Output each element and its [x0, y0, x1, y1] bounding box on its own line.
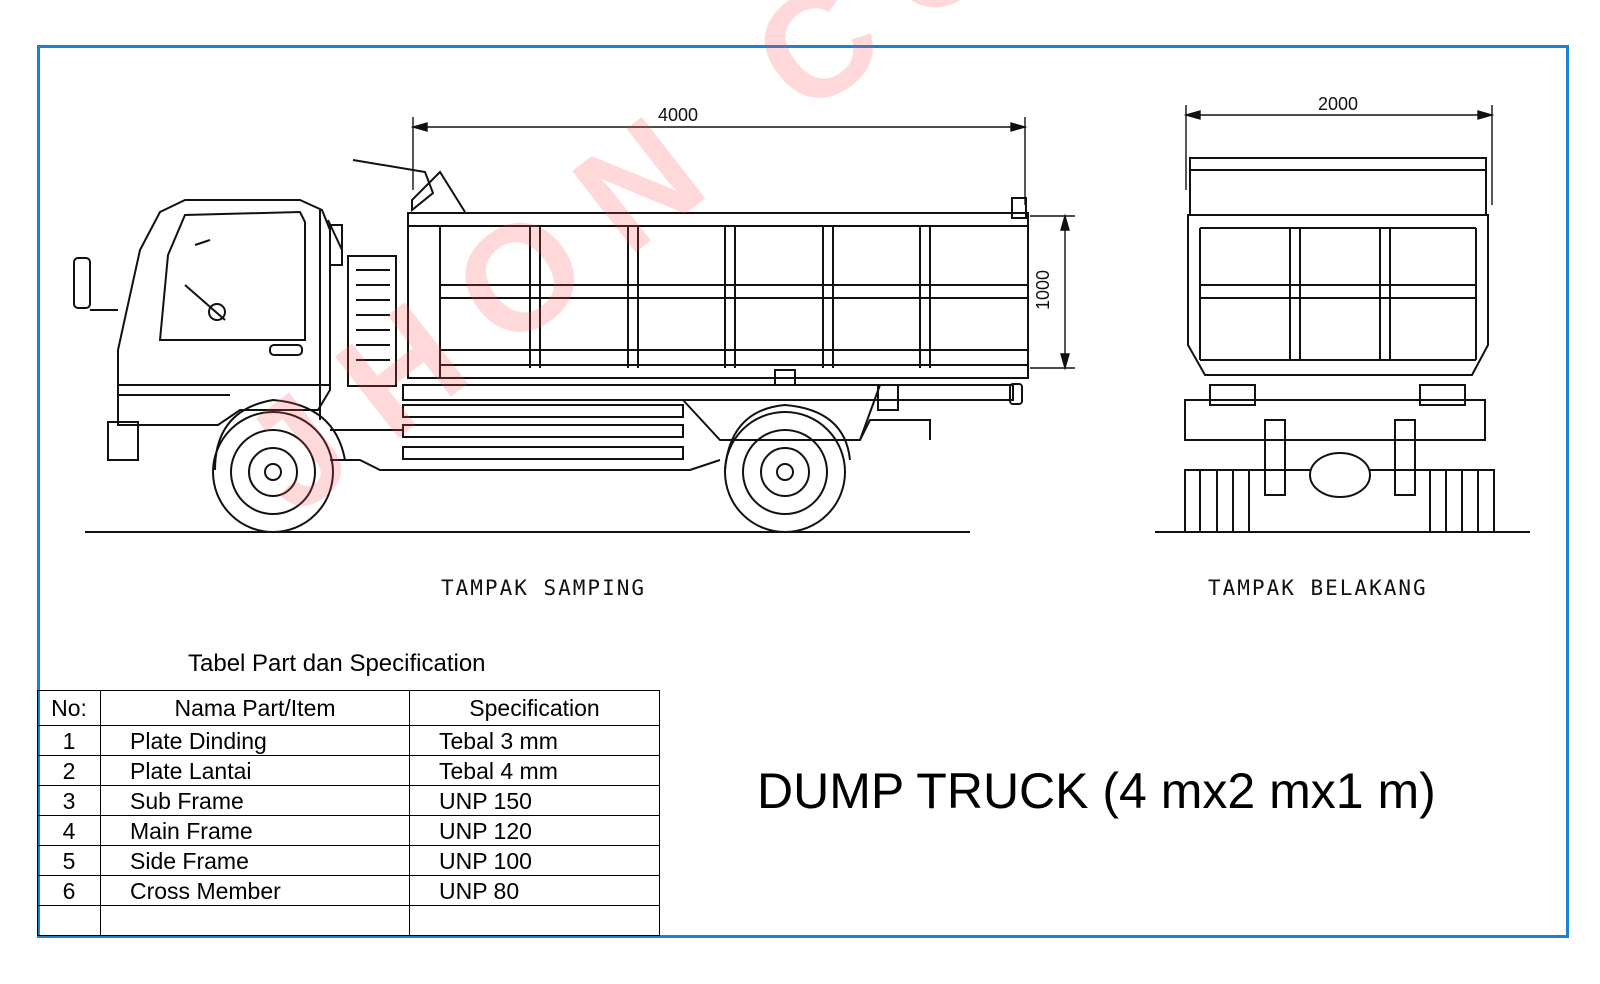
table-caption: Tabel Part dan Specification	[188, 650, 486, 677]
table-row: 6 Cross Member UNP 80	[37, 875, 660, 906]
dump-body-rear	[1187, 157, 1489, 376]
row-name: Main Frame	[100, 815, 410, 846]
header-no: No:	[37, 690, 101, 726]
row-no: 5	[37, 845, 101, 876]
side-view-label: TAMPAK SAMPING	[441, 576, 647, 600]
rear-view-truck	[1155, 105, 1530, 533]
truck-cab	[73, 199, 343, 461]
row-spec: UNP 100	[409, 845, 660, 876]
row-no: 2	[37, 755, 101, 786]
table-row: 3 Sub Frame UNP 150	[37, 785, 660, 816]
row-spec: UNP 80	[409, 875, 660, 906]
row-name	[100, 905, 410, 936]
dump-body-side	[352, 159, 1029, 405]
row-no: 3	[37, 785, 101, 816]
row-name: Plate Dinding	[100, 725, 410, 756]
side-height-dim-label: 1000	[1033, 269, 1053, 310]
fuel-tank	[347, 255, 397, 387]
table-row	[37, 905, 660, 936]
rear-width-dim-label: 2000	[1318, 94, 1359, 114]
table-header-row: No: Nama Part/Item Specification	[37, 690, 660, 726]
rear-wheel	[724, 403, 851, 533]
header-spec: Specification	[409, 690, 660, 726]
row-no: 1	[37, 725, 101, 756]
table-row: 5 Side Frame UNP 100	[37, 845, 660, 876]
table-row: 4 Main Frame UNP 120	[37, 815, 660, 846]
row-no: 6	[37, 875, 101, 906]
row-no	[37, 905, 101, 936]
front-wheel	[212, 398, 346, 533]
row-spec: UNP 120	[409, 815, 660, 846]
spec-table: No: Nama Part/Item Specification 1 Plate…	[37, 690, 660, 936]
drawing-title: DUMP TRUCK (4 mx2 mx1 m)	[757, 763, 1436, 819]
row-spec: UNP 150	[409, 785, 660, 816]
row-spec: Tebal 4 mm	[409, 755, 660, 786]
chassis-rear	[1184, 384, 1486, 498]
side-length-dim-label: 4000	[658, 105, 699, 125]
side-length-dimension	[410, 117, 1028, 205]
row-no: 4	[37, 815, 101, 846]
row-name: Plate Lantai	[100, 755, 410, 786]
row-spec: Tebal 3 mm	[409, 725, 660, 756]
row-name: Sub Frame	[100, 785, 410, 816]
table-row: 2 Plate Lantai Tebal 4 mm	[37, 755, 660, 786]
header-name: Nama Part/Item	[100, 690, 410, 726]
row-name: Cross Member	[100, 875, 410, 906]
rear-width-dimension	[1183, 105, 1495, 205]
side-height-dimension	[1030, 213, 1075, 371]
rear-view-label: TAMPAK BELAKANG	[1208, 576, 1428, 600]
drawing-sheet-border	[37, 45, 1569, 938]
row-name: Side Frame	[100, 845, 410, 876]
table-row: 1 Plate Dinding Tebal 3 mm	[37, 725, 660, 756]
rear-wheels	[1184, 469, 1495, 533]
row-spec	[409, 905, 660, 936]
chassis-side	[330, 369, 1014, 471]
side-view-truck	[73, 117, 1075, 533]
